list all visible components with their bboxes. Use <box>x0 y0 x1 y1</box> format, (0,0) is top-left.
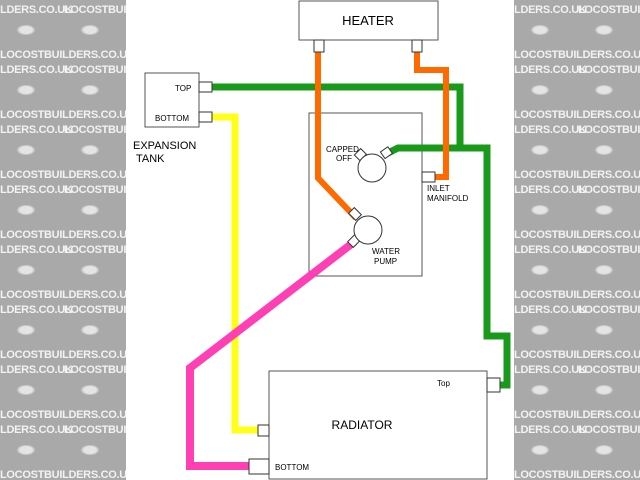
watermark-text: LOCOSTBUILDERS.CO.UK <box>0 124 73 136</box>
inlet-manifold-outlet <box>421 171 436 183</box>
watermark-text: LOCOSTBUILDERS.CO.UK <box>578 4 640 16</box>
capped-outlet-stub <box>379 146 394 160</box>
engine-block <box>308 112 423 277</box>
watermark-text: LOCOSTBUILDERS.CO.UK <box>64 244 126 256</box>
watermark-text: LOCOSTBUILDERS.CO.UK <box>0 64 73 76</box>
expansion-bottom-outlet <box>198 111 213 123</box>
watermark-text: LOCOSTBUILDERS.CO.UK <box>578 184 640 196</box>
watermark-text: LOCOSTBUILDERS.CO.UK <box>514 64 587 76</box>
watermark-text: LOCOSTBUILDERS.CO.UK <box>0 304 73 316</box>
watermark-text: LOCOSTBUILDERS.CO.UK <box>514 364 587 376</box>
watermark-text: LOCOSTBUILDERS.CO.UK <box>578 364 640 376</box>
watermark-text: LOCOSTBUILDERS.CO.UK <box>0 169 126 181</box>
water-pump-line1: WATER <box>372 247 400 256</box>
expansion-tank-line1: EXPANSION <box>133 140 196 152</box>
watermark-text: LOCOSTBUILDERS.CO.UK <box>514 124 587 136</box>
watermark-text: LOCOSTBUILDERS.CO.UK <box>0 229 126 241</box>
capped-label-line1: CAPPED <box>326 145 359 154</box>
watermark-text: LOCOSTBUILDERS.CO.UK <box>0 469 126 480</box>
watermark-text: LOCOSTBUILDERS.CO.UK <box>64 364 126 376</box>
watermark-text: LOCOSTBUILDERS.CO.UK <box>578 244 640 256</box>
expansion-bottom-hose-yellow <box>212 113 258 434</box>
expansion-top-label: TOP <box>175 84 191 93</box>
heater-outlet-right <box>411 39 423 53</box>
watermark-text: LOCOSTBUILDERS.CO.UK <box>0 49 126 61</box>
expansion-tank-line2: TANK <box>136 153 165 165</box>
watermark-text: LOCOSTBUILDERS.CO.UK <box>0 244 73 256</box>
radiator-bottom-label: BOTTOM <box>275 463 309 472</box>
watermark-text: LOCOSTBUILDERS.CO.UK <box>64 64 126 76</box>
inlet-manifold-line2: MANIFOLD <box>427 194 469 203</box>
watermark-text: LOCOSTBUILDERS.CO.UK <box>64 304 126 316</box>
radiator-label: RADIATOR <box>332 418 393 432</box>
heater-return-hose-orange <box>414 52 449 180</box>
watermark-text: LOCOSTBUILDERS.CO.UK <box>514 469 640 480</box>
capped-label-line2: OFF <box>336 154 352 163</box>
radiator-box <box>268 370 488 480</box>
watermark-text: LOCOSTBUILDERS.CO.UK <box>578 424 640 436</box>
watermark-text: LOCOSTBUILDERS.CO.UK <box>514 289 640 301</box>
radiator-top-label: Top <box>437 379 450 388</box>
watermark-text: LOCOSTBUILDERS.CO.UK <box>0 424 73 436</box>
watermark-text: LOCOSTBUILDERS.CO.UK <box>514 424 587 436</box>
watermark-text: LOCOSTBUILDERS.CO.UK <box>64 124 126 136</box>
watermark-text: LOCOSTBUILDERS.CO.UK <box>514 409 640 421</box>
radiator-side-outlet <box>257 424 270 437</box>
watermark-text: LOCOSTBUILDERS.CO.UK <box>514 349 640 361</box>
watermark-text: LOCOSTBUILDERS.CO.UK <box>514 49 640 61</box>
capped-housing <box>357 153 387 183</box>
watermark-text: LOCOSTBUILDERS.CO.UK <box>578 304 640 316</box>
watermark-text: LOCOSTBUILDERS.CO.UK <box>514 4 587 16</box>
watermark-text: LOCOSTBUILDERS.CO.UK <box>0 4 73 16</box>
radiator-top-outlet <box>486 377 501 393</box>
watermark-text: LOCOSTBUILDERS.CO.UK <box>514 184 587 196</box>
watermark-text: LOCOSTBUILDERS.CO.UK <box>0 289 126 301</box>
watermark-text: LOCOSTBUILDERS.CO.UK <box>514 244 587 256</box>
pump-inlet-stub <box>347 206 363 222</box>
watermark-text: LOCOSTBUILDERS.CO.UK <box>64 4 126 16</box>
watermark-text: LOCOSTBUILDERS.CO.UK <box>0 409 126 421</box>
watermark-text: LOCOSTBUILDERS.CO.UK <box>578 64 640 76</box>
expansion-tank-box <box>144 72 200 128</box>
watermark-text: LOCOSTBUILDERS.CO.UK <box>0 364 73 376</box>
heater-box <box>298 0 439 41</box>
watermark-text: LOCOSTBUILDERS.CO.UK <box>514 109 640 121</box>
watermark-panel-right: LOCOSTBUILDERS.CO.UKLOCOSTBUILDERS.CO.UK… <box>514 0 640 480</box>
expansion-top-outlet <box>198 81 213 93</box>
heater-label: HEATER <box>342 13 394 28</box>
watermark-text: LOCOSTBUILDERS.CO.UK <box>0 109 126 121</box>
water-pump <box>353 215 383 245</box>
inlet-manifold-line1: INLET <box>427 184 450 193</box>
watermark-text: LOCOSTBUILDERS.CO.UK <box>0 349 126 361</box>
bottom-hose-pink <box>186 238 357 470</box>
expansion-bottom-label: BOTTOM <box>155 114 189 123</box>
top-hose-green <box>212 83 511 389</box>
water-pump-line2: PUMP <box>374 257 397 266</box>
watermark-text: LOCOSTBUILDERS.CO.UK <box>0 184 73 196</box>
watermark-panel-left: LOCOSTBUILDERS.CO.UKLOCOSTBUILDERS.CO.UK… <box>0 0 126 480</box>
heater-feed-hose-orange <box>315 52 359 221</box>
watermark-text: LOCOSTBUILDERS.CO.UK <box>514 169 640 181</box>
watermark-text: LOCOSTBUILDERS.CO.UK <box>514 229 640 241</box>
heater-outlet-left <box>313 39 325 53</box>
watermark-text: LOCOSTBUILDERS.CO.UK <box>64 424 126 436</box>
watermark-text: LOCOSTBUILDERS.CO.UK <box>64 184 126 196</box>
watermark-text: LOCOSTBUILDERS.CO.UK <box>578 124 640 136</box>
radiator-bottom-outlet <box>248 458 270 475</box>
watermark-text: LOCOSTBUILDERS.CO.UK <box>514 304 587 316</box>
